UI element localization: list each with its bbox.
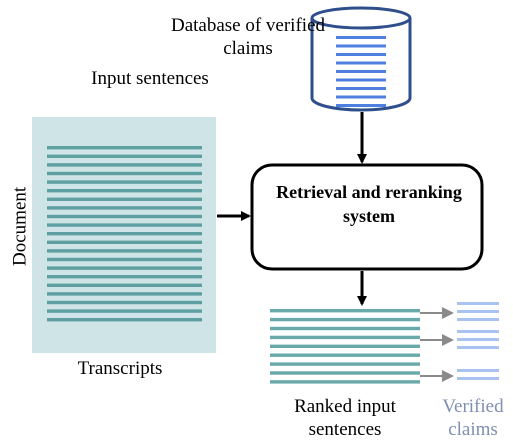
document-label: Document [9,186,31,266]
verified-claims-lines [457,302,499,380]
database-cylinder [310,6,412,112]
document-lines [47,146,202,322]
ranked-line [270,353,420,357]
ranked-lines [270,309,420,384]
database-label: Database of verified claims [170,15,326,59]
verified-line [457,302,499,305]
database-line [336,53,386,56]
verified-line [457,318,499,321]
document-line [47,266,202,270]
database-line [336,36,386,39]
ranked-line [270,309,420,313]
document-line [47,275,202,279]
ranked-line [270,344,420,348]
document-line [47,240,202,244]
document-line [47,223,202,227]
ranked-sentences-label: Ranked input sentences [294,396,396,440]
document-line [47,283,202,287]
ranked-line [270,317,420,322]
verified-claims-label: Verified claims [442,396,504,440]
document-line [47,309,202,313]
document-line [47,154,202,158]
document-line [47,232,202,236]
document-line [47,163,202,167]
database-top [310,6,412,30]
document-line [47,189,202,193]
document-line [47,292,202,296]
verified-line [457,377,499,380]
ranked-line [270,380,420,384]
verified-line [457,338,499,341]
database-lines [336,36,386,107]
verified-line [457,310,499,313]
system-label: Retrieval and reranking system [276,182,462,227]
document-line [47,146,202,150]
database-line [336,95,386,99]
document-line [47,206,202,210]
verified-line [457,330,499,333]
document-line [47,214,202,219]
database-line [336,78,386,82]
database-line [336,104,386,107]
document-line [47,300,202,305]
document-line [47,318,202,322]
document-line [47,180,202,184]
document-line [47,171,202,176]
database-line [336,61,386,65]
database-line [336,44,386,48]
input-sentences-label: Input sentences [91,68,209,89]
document-line [47,257,202,262]
verified-line [457,369,499,372]
ranked-line [270,371,420,375]
database-line [336,70,386,73]
ranked-line [270,326,420,331]
ranked-line [270,362,420,366]
transcripts-label: Transcripts [77,358,163,379]
document-line [47,249,202,253]
document-line [47,197,202,201]
ranked-line [270,335,420,340]
database-line [336,87,386,90]
system-box [250,163,484,271]
verified-line [457,346,499,349]
